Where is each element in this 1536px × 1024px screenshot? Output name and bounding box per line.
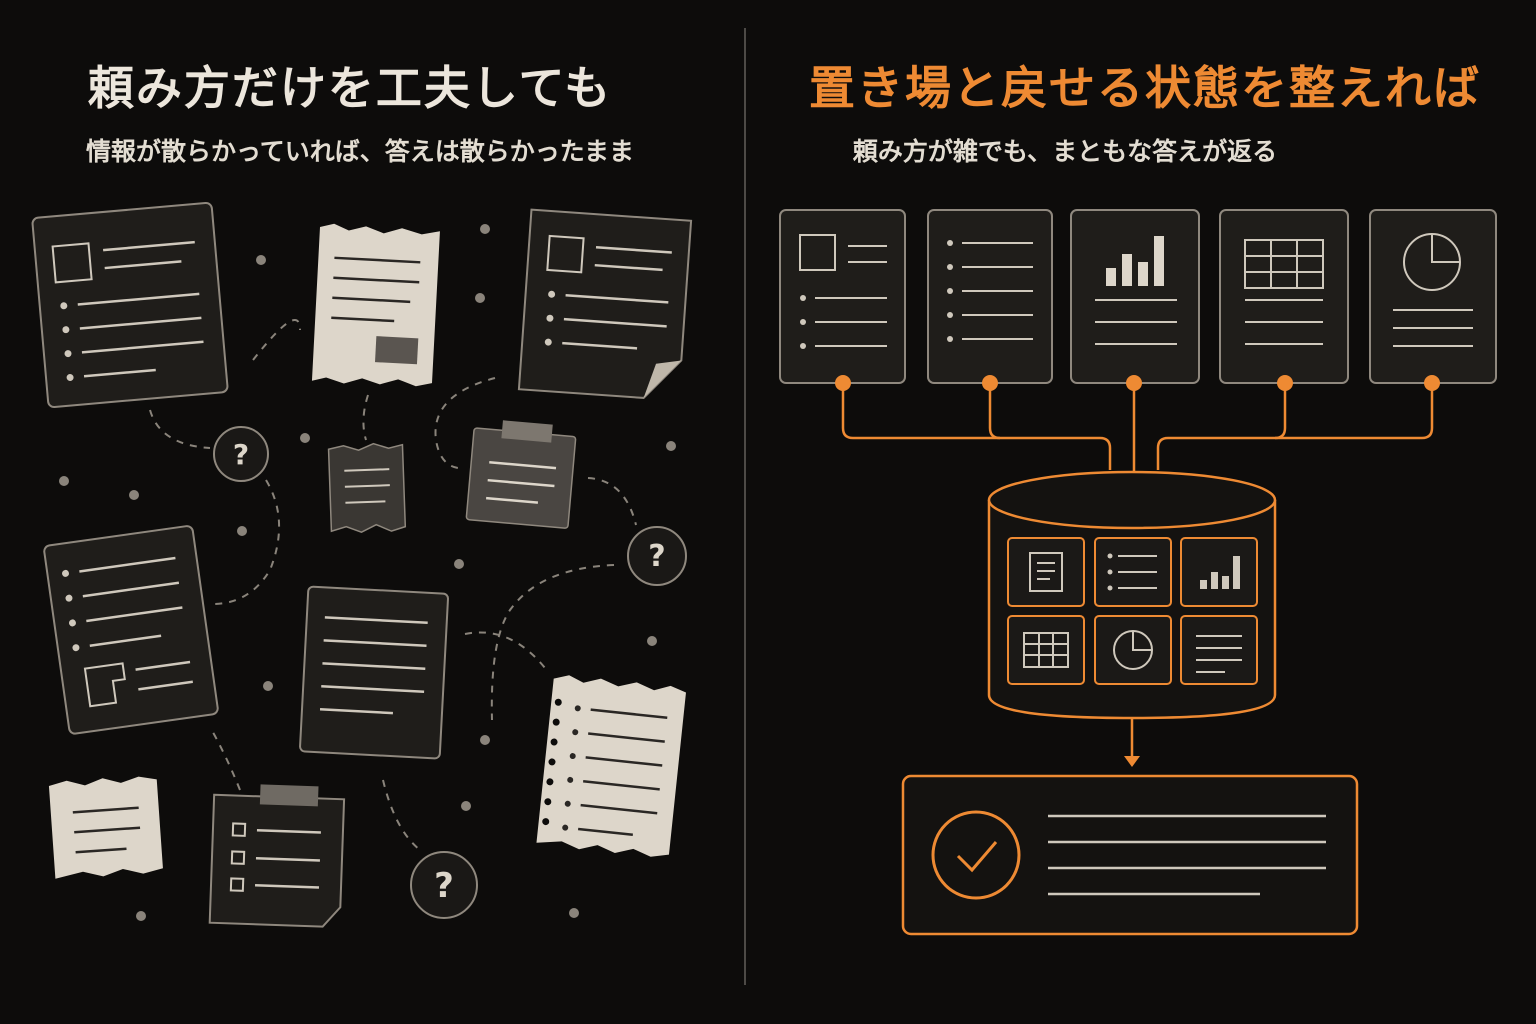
left-title: 頼み方だけを工夫しても	[87, 61, 613, 115]
scattered-dots	[59, 224, 676, 921]
question-mark-2: ?	[648, 539, 665, 574]
question-mark-icon-3: ?	[410, 851, 478, 919]
bar-chart-icon	[1200, 556, 1240, 589]
source-doc-2	[927, 209, 1053, 384]
scattered-document-1	[31, 202, 229, 408]
scattered-document-4	[43, 525, 219, 735]
question-mark-1: ?	[233, 438, 249, 471]
check-circle-icon	[931, 810, 1021, 900]
scattered-checklist-card	[208, 784, 346, 928]
scattered-notebook-page	[536, 675, 686, 857]
scattered-document-3	[517, 208, 693, 399]
source-doc-4	[1219, 209, 1349, 384]
pie-chart-icon	[1113, 630, 1153, 670]
bullet-list-icon	[1118, 555, 1157, 589]
bar-chart-icon	[1106, 236, 1164, 286]
scattered-torn-fragment	[327, 442, 407, 533]
connector-dots	[835, 375, 1440, 497]
image-placeholder-icon	[799, 234, 836, 271]
scattered-paper-scrap	[48, 776, 163, 879]
question-mark-icon-1: ?	[213, 426, 269, 482]
source-doc-3	[1070, 209, 1200, 384]
left-subtitle: 情報が散らかっていれば、答えは散らかったまま	[85, 137, 634, 166]
database-to-result-arrow	[1124, 718, 1140, 767]
document-icon	[1029, 552, 1063, 592]
table-icon	[1244, 239, 1324, 289]
dashed-connectors	[149, 319, 637, 851]
question-mark-icon-2: ?	[627, 526, 687, 586]
table-icon	[1023, 632, 1069, 668]
source-doc-5	[1369, 209, 1497, 384]
source-doc-1	[779, 209, 906, 384]
pie-chart-icon	[1403, 233, 1461, 291]
right-title: 置き場と戻せる状態を整えれば	[809, 61, 1481, 115]
text-lines-icon	[1196, 635, 1242, 673]
scattered-taped-note	[465, 420, 577, 529]
question-mark-3: ?	[434, 866, 454, 906]
scattered-paper-note	[311, 223, 440, 387]
result-card	[901, 774, 1359, 936]
right-subtitle: 頼み方が雑でも、まともな答えが返る	[852, 137, 1278, 166]
scattered-document-5	[299, 585, 449, 760]
